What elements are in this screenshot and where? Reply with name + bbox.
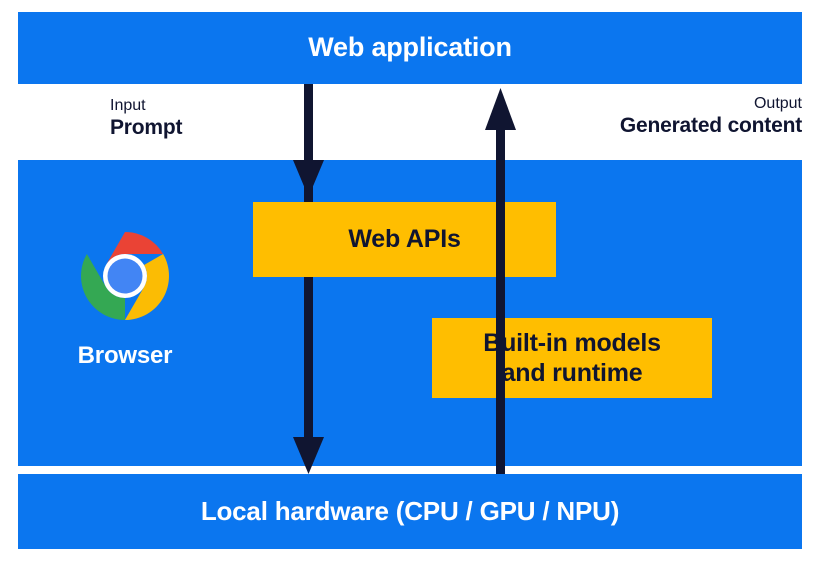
web-apis-label: Web APIs: [348, 225, 461, 254]
browser-identity-group: Browser: [48, 228, 202, 370]
input-kind-label: Input: [110, 97, 146, 114]
browser-label: Browser: [77, 342, 173, 369]
web-apis-box[interactable]: Web APIs: [253, 202, 556, 277]
local-hardware-panel: Local hardware (CPU / GPU / NPU): [18, 474, 802, 549]
chrome-logo-icon: [81, 232, 169, 320]
builtin-models-line2: and runtime: [501, 359, 643, 387]
web-application-title: Web application: [308, 32, 512, 62]
builtin-models-line1: Built-in models: [483, 328, 661, 357]
web-application-panel: Web application: [18, 12, 802, 84]
builtin-models-box[interactable]: Built-in models and runtime: [432, 318, 712, 398]
output-kind-label: Output: [753, 95, 802, 112]
builtin-models-label-wrapper: Built-in models and runtime: [483, 328, 661, 389]
output-flow-label: Output Generated content: [620, 95, 802, 139]
input-flow-label: Input Prompt: [110, 97, 183, 141]
input-value-label: Prompt: [110, 115, 183, 139]
local-hardware-title: Local hardware (CPU / GPU / NPU): [200, 496, 620, 526]
output-value-label: Generated content: [619, 113, 802, 137]
